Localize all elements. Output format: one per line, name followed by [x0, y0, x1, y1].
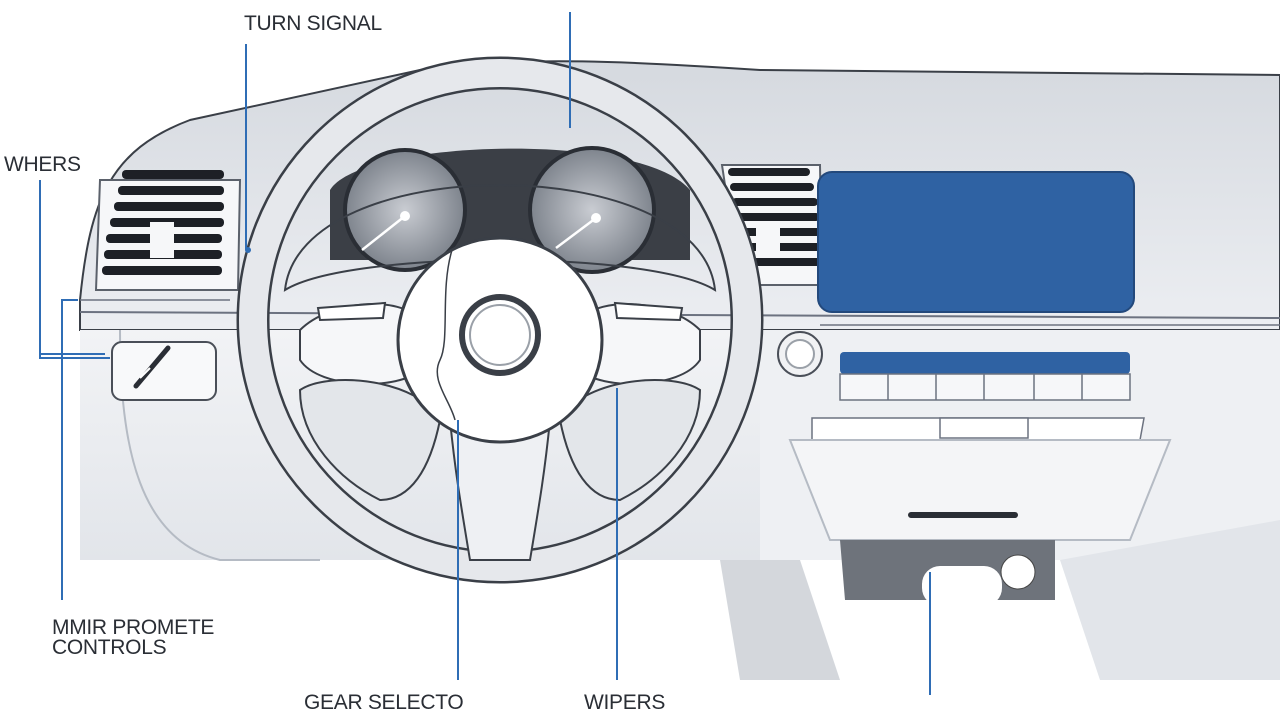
- label-mirror-controls-line1: MMIR PROMETE: [52, 616, 215, 639]
- infotainment-screen: [817, 171, 1135, 313]
- instrument-cluster: [330, 146, 690, 274]
- label-turn-signal: TURN SIGNAL: [244, 12, 382, 35]
- mirror-control-switch: [111, 341, 217, 401]
- center-console: [720, 417, 1280, 680]
- leader-line-wipers-left: [39, 180, 110, 359]
- climate-control-panel: [839, 352, 1131, 401]
- leader-lines: [39, 12, 931, 695]
- left-air-vent: [94, 170, 242, 291]
- label-mirror-controls-line2: CONTROLS: [52, 636, 167, 659]
- label-wipers: WIPERS: [584, 691, 666, 714]
- leader-line-mirror-controls: [61, 299, 78, 600]
- label-wipers-left: WHERS: [4, 153, 81, 176]
- steering-wheel: [236, 56, 764, 584]
- label-gear-selector: GEAR SELECTO: [304, 691, 464, 714]
- volume-knob: [777, 331, 823, 377]
